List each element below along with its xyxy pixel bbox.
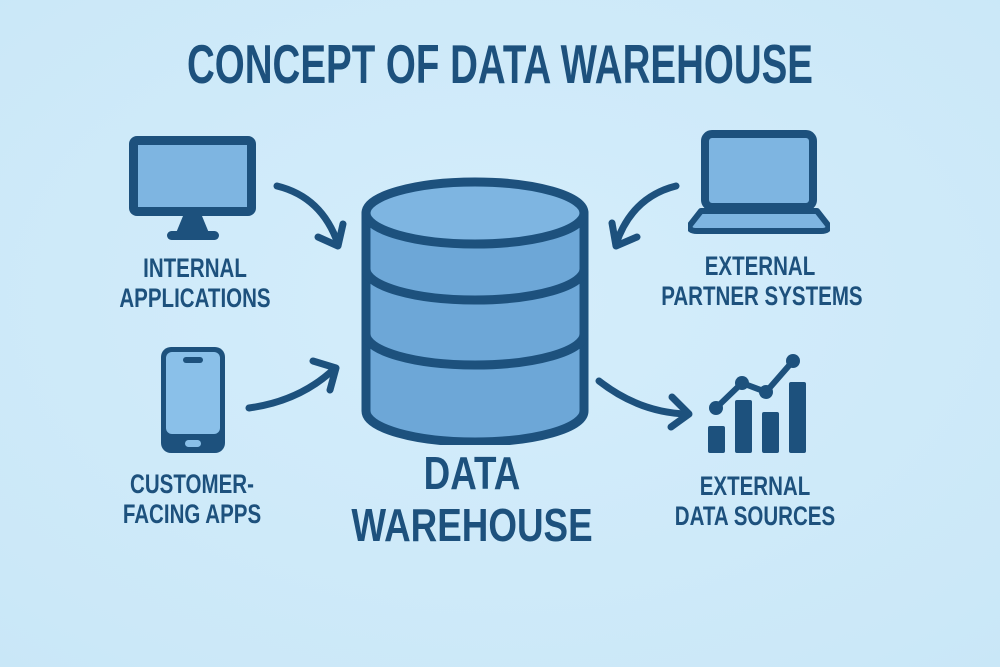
label-internal-applications: INTERNAL APPLICATIONS xyxy=(96,253,294,313)
arrow-warehouse-to-sources xyxy=(595,377,693,431)
label-external-data-sources: EXTERNAL DATA SOURCES xyxy=(656,471,854,531)
label-line: DATA SOURCES xyxy=(674,500,836,531)
label-line: EXTERNAL xyxy=(704,251,816,281)
label-line: APPLICATIONS xyxy=(119,282,271,313)
label-customer-facing-apps: CUSTOMER- FACING APPS xyxy=(92,469,293,529)
label-line: INTERNAL xyxy=(143,253,247,283)
arrow-customer-to-warehouse xyxy=(245,357,340,412)
desktop-monitor-icon xyxy=(129,136,256,240)
arrow-internal-to-warehouse xyxy=(273,182,347,250)
diagram-title: CONCEPT OF DATA WAREHOUSE xyxy=(187,33,813,95)
label-line: CUSTOMER- xyxy=(130,469,254,499)
bar-chart-icon xyxy=(708,354,806,453)
arrow-partner-to-warehouse xyxy=(608,182,680,250)
label-line: DATA xyxy=(423,447,521,499)
laptop-icon xyxy=(688,130,830,234)
label-line: PARTNER SYSTEMS xyxy=(661,280,863,311)
label-line: WAREHOUSE xyxy=(351,498,593,551)
label-data-warehouse: DATA WAREHOUSE xyxy=(344,447,600,551)
label-line: FACING APPS xyxy=(122,498,262,529)
label-line: EXTERNAL xyxy=(699,471,811,501)
database-cylinder-icon xyxy=(361,177,589,445)
label-external-partner-systems: EXTERNAL PARTNER SYSTEMS xyxy=(661,251,863,311)
smartphone-icon xyxy=(161,347,225,453)
